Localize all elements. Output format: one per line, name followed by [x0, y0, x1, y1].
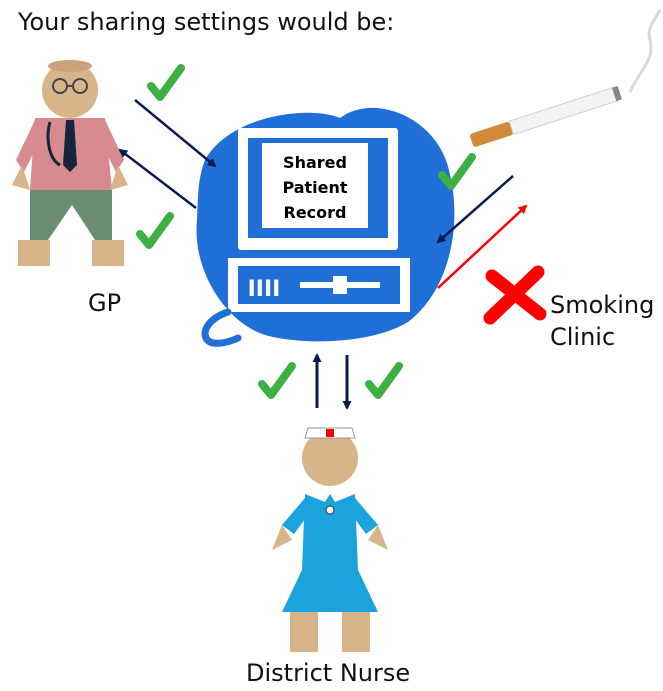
gp-send-check-icon [147, 64, 185, 101]
record-to-gp-arrow [118, 148, 197, 209]
gp-receive-check-icon [136, 212, 174, 249]
heading: Your sharing settings would be: [18, 8, 395, 36]
screen-line-1: Shared [283, 153, 347, 172]
gp-doctor-icon [12, 60, 128, 266]
screen-line-3: Record [284, 203, 347, 222]
clinic-receive-cross-icon [483, 265, 547, 325]
district-nurse-label: District Nurse [246, 659, 411, 687]
drive-slots: IIII [248, 277, 281, 302]
smoking-clinic-label-line1: Smoking [550, 291, 655, 319]
nurse-receive-check-icon [365, 362, 403, 399]
screen-panel [262, 143, 368, 228]
status-marks [136, 64, 547, 399]
record-to-clinic-arrow [437, 204, 528, 289]
computer-icon: Shared Patient Record IIII [196, 107, 455, 347]
clinic-to-record-arrow [436, 175, 514, 244]
district-nurse-icon [272, 427, 388, 652]
nurse-send-check-icon [258, 362, 296, 399]
cigarette-icon [470, 9, 662, 147]
gp-to-record-arrow [134, 99, 217, 168]
gp-label: GP [88, 289, 122, 317]
flow-arrows [118, 99, 528, 410]
clinic-send-check-icon [438, 153, 476, 190]
screen-line-2: Patient [282, 178, 347, 197]
smoking-clinic-label-line2: Clinic [550, 323, 616, 351]
